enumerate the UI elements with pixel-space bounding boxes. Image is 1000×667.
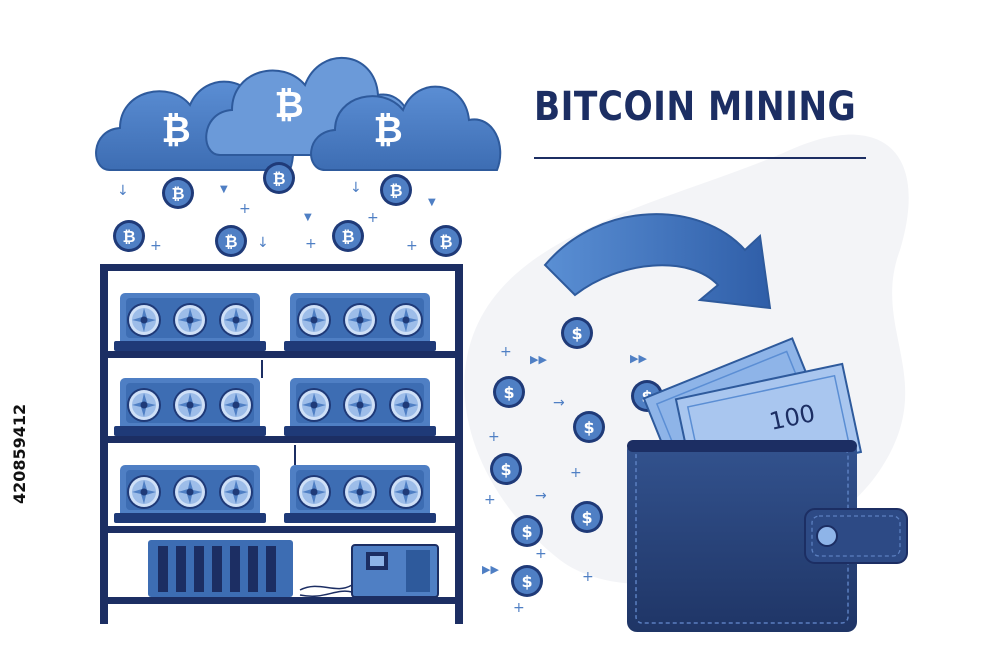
stock-id: 420859412 bbox=[10, 403, 29, 504]
svg-text:+: + bbox=[406, 238, 418, 254]
gpu-cards bbox=[114, 293, 436, 523]
svg-text:+: + bbox=[500, 344, 512, 360]
page-title: BITCOIN MINING bbox=[534, 84, 857, 130]
svg-text:▼: ▼ bbox=[428, 197, 436, 208]
motherboard bbox=[299, 544, 439, 598]
decorations: ↓ ↓ ↓ ▼ ▼ ▼ + + + + + + + + + + + + ▶▶ ▶… bbox=[117, 180, 647, 616]
svg-text:→: → bbox=[553, 395, 565, 411]
svg-text:+: + bbox=[513, 600, 525, 616]
svg-text:₿: ₿ bbox=[274, 85, 303, 126]
svg-text:+: + bbox=[305, 236, 317, 252]
svg-text:▼: ▼ bbox=[220, 184, 228, 195]
svg-text:▼: ▼ bbox=[304, 212, 312, 223]
svg-text:₿: ₿ bbox=[373, 110, 402, 151]
wallet bbox=[627, 440, 908, 632]
svg-text:+: + bbox=[150, 238, 162, 254]
svg-text:₿: ₿ bbox=[161, 110, 190, 151]
bitcoin-clouds: ₿ ₿ ₿ bbox=[95, 57, 502, 171]
svg-text:▶▶: ▶▶ bbox=[530, 353, 547, 366]
svg-text:+: + bbox=[535, 546, 547, 562]
svg-text:+: + bbox=[367, 210, 379, 226]
svg-text:+: + bbox=[239, 201, 251, 217]
power-supply bbox=[148, 540, 293, 597]
svg-text:↓: ↓ bbox=[257, 235, 269, 251]
svg-text:+: + bbox=[488, 429, 500, 445]
svg-text:→: → bbox=[535, 488, 547, 504]
svg-text:+: + bbox=[570, 465, 582, 481]
svg-text:+: + bbox=[484, 492, 496, 508]
curved-arrow bbox=[543, 213, 772, 310]
svg-text:▶▶: ▶▶ bbox=[482, 563, 499, 576]
mining-rig-shelf bbox=[100, 264, 463, 624]
svg-text:▶▶: ▶▶ bbox=[630, 352, 647, 365]
title-underline bbox=[534, 157, 866, 159]
svg-text:↓: ↓ bbox=[350, 180, 362, 196]
svg-text:↓: ↓ bbox=[117, 183, 129, 199]
svg-text:+: + bbox=[582, 569, 594, 585]
